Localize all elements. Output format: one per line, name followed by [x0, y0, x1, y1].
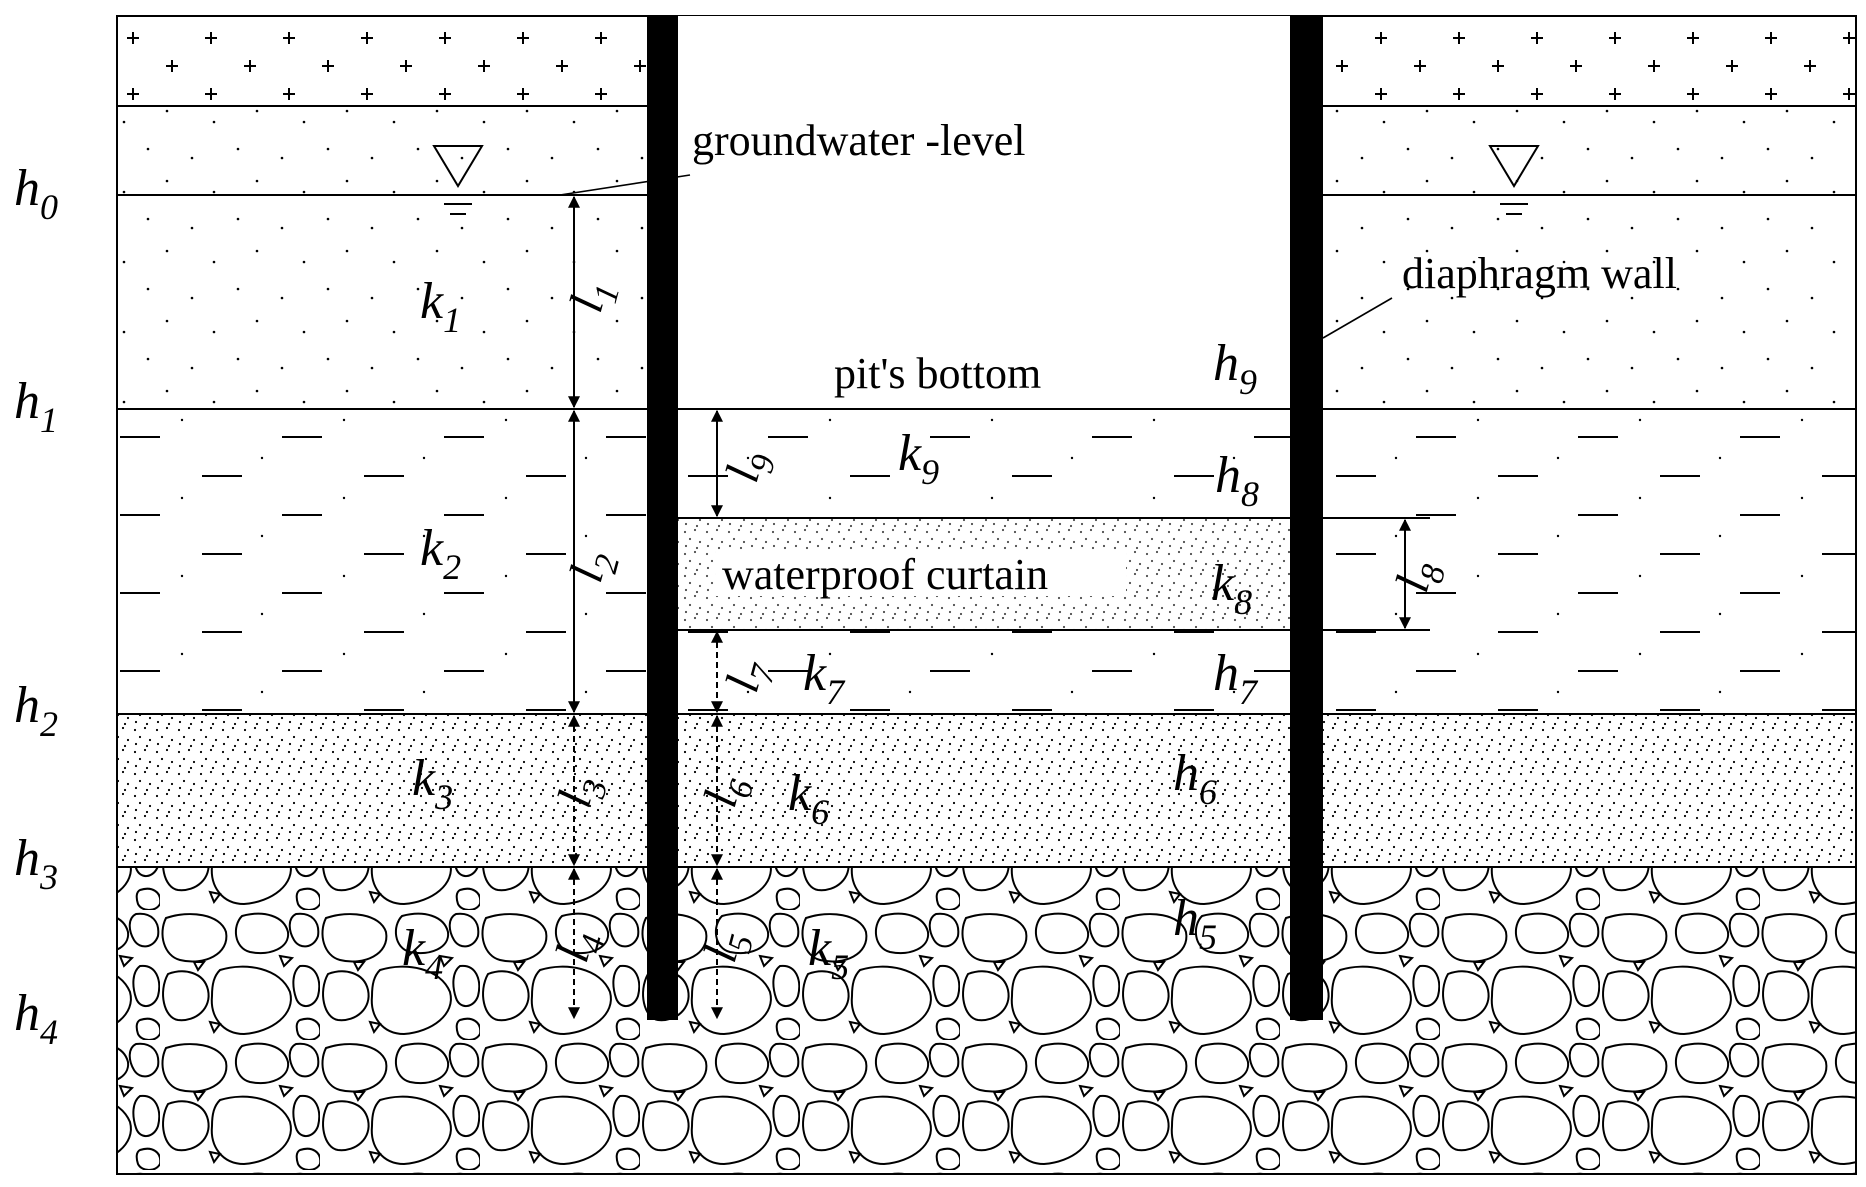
water-level-symbols	[432, 145, 1540, 215]
silt-layer-pit	[678, 409, 1290, 514]
sand-layer	[117, 714, 1856, 867]
clay-layer	[117, 106, 647, 409]
layer-boundaries	[116, 15, 1857, 1175]
excavated-area	[678, 16, 1290, 408]
head-label-h9: h9	[1213, 335, 1257, 402]
diaphragm-wall-label: diaphragm wall	[1402, 249, 1677, 298]
soil-layers	[117, 16, 1856, 1174]
head-label-h1: h1	[14, 373, 58, 440]
head-labels-outside: h0 h1 h2 h3 h4	[14, 160, 58, 1052]
diaphragm-wall-right	[1290, 16, 1323, 1020]
permeability-k3: k3	[412, 750, 453, 817]
curtain-label-backdrop	[716, 550, 1126, 596]
length-label-l4: l4	[546, 924, 614, 969]
permeability-k1: k1	[420, 273, 461, 340]
callout-labels: groundwater -level diaphragm wall pit's …	[692, 116, 1677, 599]
permeability-k2: k2	[420, 520, 461, 587]
permeability-labels: k1 k2 k3 k4 k5 k6 k7 k8 k9	[402, 273, 1252, 987]
head-label-h5: h5	[1173, 890, 1217, 957]
permeability-k6: k6	[788, 765, 829, 832]
silt-layer-left	[117, 409, 647, 714]
head-label-h4: h4	[14, 985, 58, 1052]
groundwater-leader	[559, 174, 691, 196]
head-label-h7: h7	[1213, 645, 1259, 712]
leader-lines	[559, 174, 1393, 339]
water-level-symbol-left	[432, 145, 484, 215]
diaphragm-leader	[1322, 297, 1393, 339]
permeability-k7: k7	[803, 645, 846, 712]
diaphragm-walls	[647, 16, 1323, 1020]
head-label-h6: h6	[1173, 745, 1217, 812]
permeability-k5: k5	[808, 920, 849, 987]
silt-layer-right	[1323, 409, 1856, 714]
permeability-k9: k9	[898, 425, 939, 492]
gravel-layer	[117, 867, 1856, 1174]
permeability-k4: k4	[402, 920, 443, 987]
waterproof-curtain-label: waterproof curtain	[722, 550, 1048, 599]
head-label-h2: h2	[14, 677, 58, 744]
permeability-k8: k8	[1211, 555, 1252, 622]
silt-layer-pit-lower	[678, 629, 1290, 714]
head-label-h0: h0	[14, 160, 58, 227]
diaphragm-wall-left	[647, 16, 678, 1020]
pit-bottom-label: pit's bottom	[834, 349, 1041, 398]
pit-interior	[678, 16, 1290, 410]
water-level-symbol-right	[1488, 145, 1540, 215]
dimension-lines	[568, 195, 1411, 1020]
head-labels-inside: h9 h8 h7 h6 h5	[1173, 335, 1259, 957]
head-label-h8: h8	[1215, 447, 1259, 514]
head-label-h3: h3	[14, 830, 58, 897]
clay-layer-right	[1323, 106, 1856, 409]
groundwater-level-label: groundwater -level	[692, 116, 1026, 165]
